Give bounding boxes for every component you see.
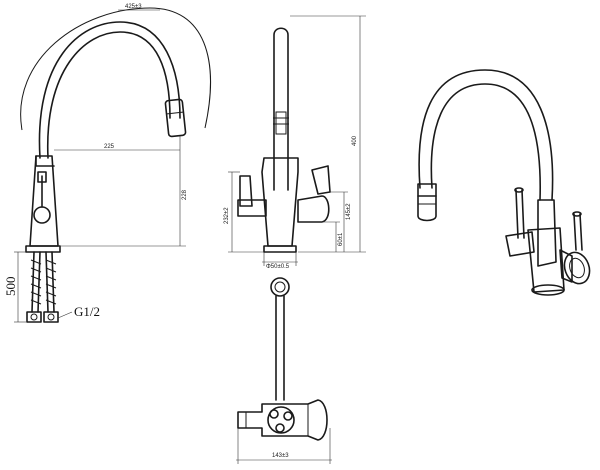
thread-leader bbox=[57, 311, 73, 319]
left-lever-height-label: 232±2 bbox=[224, 207, 230, 224]
perspective-right-cartridge bbox=[559, 249, 573, 283]
base-diameter-label: Φ50±0.5 bbox=[266, 264, 290, 270]
spout-reach-label: 225 bbox=[104, 144, 115, 150]
perspective-view bbox=[417, 69, 591, 296]
front-base bbox=[263, 245, 297, 253]
body-width-label: 143±3 bbox=[272, 453, 289, 459]
perspective-left-lever-2 bbox=[521, 189, 525, 239]
left-lever bbox=[239, 175, 253, 207]
spray-head-front bbox=[275, 111, 287, 135]
top-body-hub bbox=[267, 406, 295, 434]
perspective-base bbox=[531, 284, 565, 296]
faucet-body bbox=[29, 155, 59, 247]
spout-arm-top bbox=[275, 295, 285, 401]
spray-head bbox=[164, 98, 187, 138]
right-lever-height-label: 145±2 bbox=[346, 203, 352, 220]
total-height-label: 400 bbox=[352, 135, 358, 146]
perspective-left-lever-tip bbox=[514, 187, 524, 193]
top-body bbox=[237, 399, 328, 441]
spout-inner bbox=[47, 31, 171, 159]
thread-label: G1/2 bbox=[74, 304, 100, 319]
perspective-right-lever-2 bbox=[579, 213, 583, 251]
handle-knob bbox=[33, 206, 51, 224]
perspective-right-knob bbox=[563, 251, 591, 285]
top-plan-view: 143±3 bbox=[236, 277, 332, 464]
swing-arc bbox=[20, 7, 211, 131]
lever-tip bbox=[37, 171, 47, 183]
perspective-spray-head bbox=[417, 183, 437, 222]
perspective-body bbox=[527, 227, 565, 293]
arc-diameter-label: 425±3 bbox=[125, 4, 142, 10]
perspective-right-knob-inner bbox=[569, 257, 585, 279]
perspective-right-lever-tip bbox=[572, 211, 582, 217]
supply-hoses bbox=[26, 251, 59, 323]
base-to-lever-label: 60±1 bbox=[338, 232, 344, 246]
body-collar bbox=[35, 155, 55, 167]
left-cartridge bbox=[237, 199, 267, 217]
perspective-right-lever bbox=[573, 213, 577, 251]
perspective-left-cartridge bbox=[505, 231, 535, 257]
base-plate bbox=[25, 245, 61, 253]
top-port-2 bbox=[283, 411, 293, 421]
front-elevation-view: 400 232±2 145±2 60±1 Φ50±0.5 bbox=[224, 15, 366, 270]
top-port-1 bbox=[269, 409, 279, 419]
perspective-body-upper bbox=[537, 199, 557, 267]
perspective-spout-inner bbox=[430, 83, 542, 201]
spout-outlet-inner bbox=[274, 281, 286, 293]
perspective-spout-outer bbox=[418, 69, 554, 201]
side-profile-view: 425±3 225 bbox=[3, 4, 211, 323]
right-cartridge bbox=[297, 195, 330, 223]
spout-outlet-top bbox=[270, 277, 290, 297]
front-spout bbox=[273, 27, 289, 191]
spout-height-label: 228 bbox=[182, 189, 188, 200]
spout-outer bbox=[38, 21, 181, 159]
perspective-left-lever bbox=[515, 189, 519, 239]
hose-length-label: 500 bbox=[3, 277, 18, 297]
front-body bbox=[261, 157, 299, 247]
right-lever bbox=[311, 165, 331, 195]
spray-head-ring bbox=[165, 111, 185, 115]
top-port-3 bbox=[275, 423, 285, 433]
